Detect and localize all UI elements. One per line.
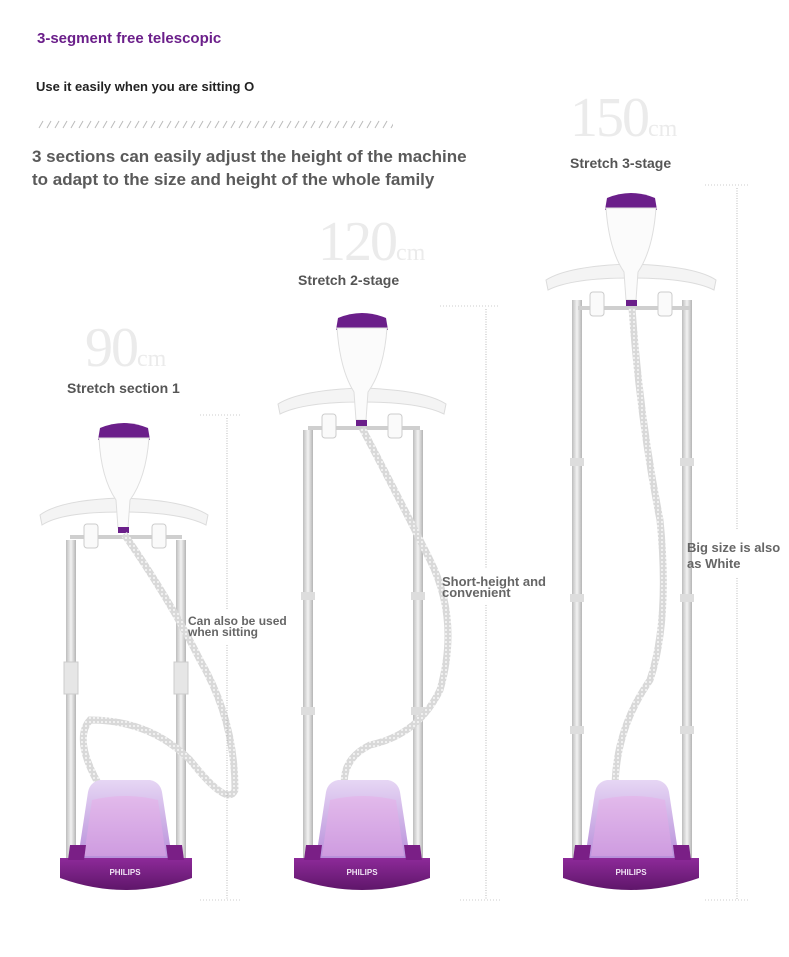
steamer-unit-1: PHILIPS (39, 423, 239, 890)
brand-logo: PHILIPS (109, 868, 141, 877)
callout-1: Can also be used when sitting (188, 614, 287, 639)
size-value: 150 (570, 87, 650, 149)
brand-logo: PHILIPS (615, 868, 647, 877)
stage-label-2: Stretch 2-stage (298, 272, 400, 288)
stage-label-1: Stretch section 1 (67, 380, 180, 396)
stage-label-3: Stretch 3-stage (570, 155, 672, 171)
size-label-150: 150cm (570, 86, 677, 150)
callout-3: Big size is also as White (687, 540, 780, 572)
callout-2: Short-height and convenient (442, 574, 546, 600)
headline: 3 sections can easily adjust the height … (32, 145, 552, 191)
size-label-90: 90cm (85, 316, 166, 380)
headline-line-2: to adapt to the size and height of the w… (32, 170, 435, 189)
size-unit: cm (648, 116, 678, 142)
steamer-unit-3: PHILIPS (545, 193, 717, 890)
height-guide-3 (705, 184, 750, 901)
size-unit: cm (396, 240, 426, 266)
size-value: 90 (85, 317, 139, 379)
callout-line: Big size is also (687, 540, 781, 555)
callout-line: as White (687, 556, 741, 571)
callout-line: Can also be used (188, 614, 287, 628)
steamer-unit-2: PHILIPS (277, 313, 452, 890)
callout-line: when sitting (188, 625, 258, 639)
callout-line: Short-height and (442, 574, 546, 589)
callout-line: convenient (442, 585, 511, 600)
size-unit: cm (137, 346, 167, 372)
size-label-120: 120cm (318, 210, 425, 274)
size-value: 120 (318, 211, 398, 273)
brand-logo: PHILIPS (346, 868, 378, 877)
headline-line-1: 3 sections can easily adjust the height … (32, 147, 467, 166)
height-guide-1 (200, 414, 240, 901)
subtitle: Use it easily when you are sitting O (36, 79, 255, 94)
height-guide-2 (440, 305, 500, 901)
page-title: 3-segment free telescopic (37, 30, 222, 47)
dash-divider (38, 118, 393, 130)
